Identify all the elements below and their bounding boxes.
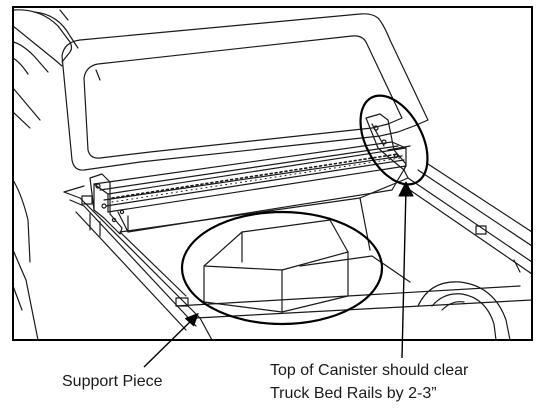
wheel-well [417,281,511,340]
rear-window [61,13,429,171]
canister-clearance-callout-line-2: Truck Bed Rails by 2-3” [270,385,437,402]
illustration-frame [12,6,533,341]
truck-bed-floor [119,177,532,319]
right-bed-rail [403,163,532,275]
canister [89,113,411,235]
canister-leader-line [401,187,407,359]
left-bed-rail [63,185,213,340]
support-leader-line [143,317,195,368]
cargo-highlight-ellipse [180,210,384,326]
cargo-box [203,219,349,313]
canister-clearance-callout-line-1: Top of Canister should clear [270,362,469,379]
support-piece-callout: Support Piece [62,373,163,390]
canister-top-highlight-ellipse [359,94,429,186]
truck-cab [13,9,79,340]
